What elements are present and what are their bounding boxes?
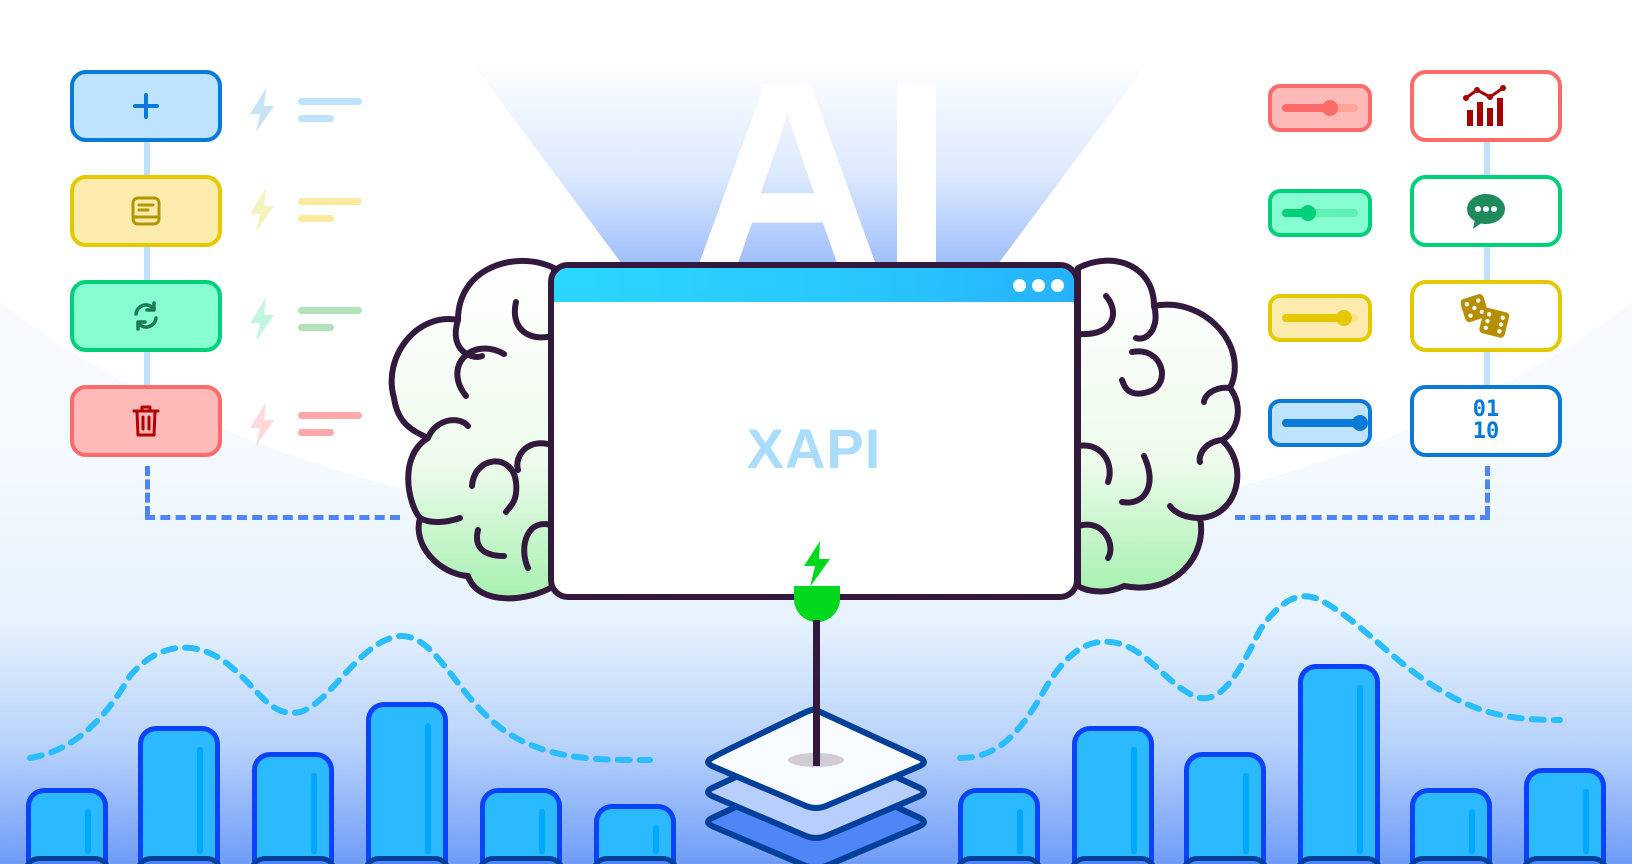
chart-bar <box>138 726 220 864</box>
add-action-card[interactable] <box>70 70 222 142</box>
random-feature-card[interactable] <box>1410 280 1562 352</box>
sync-hint <box>246 295 362 343</box>
delete-hint <box>246 400 362 448</box>
delete-action-card[interactable] <box>70 385 222 457</box>
binary-slider[interactable] <box>1268 399 1372 447</box>
left-connector-line <box>144 140 150 390</box>
plus-icon <box>133 93 159 119</box>
analytics-feature-card[interactable] <box>1410 70 1562 142</box>
trash-icon <box>132 405 160 437</box>
layers-stem-overlay <box>813 700 820 766</box>
chart-bar <box>594 804 676 864</box>
chat-bubble-icon <box>1467 194 1505 229</box>
right-dashed-connector <box>1235 515 1490 520</box>
right-dashed-connector <box>1485 466 1490 516</box>
lightning-icon <box>804 541 830 587</box>
left-dashed-connector <box>145 515 400 520</box>
chart-bar <box>480 788 562 864</box>
chat-feature-card[interactable] <box>1410 175 1562 247</box>
window-titlebar <box>554 268 1074 302</box>
chart-bar <box>1524 768 1606 864</box>
analytics-slider[interactable] <box>1268 84 1372 132</box>
lightning-icon <box>250 297 274 341</box>
chart-bar <box>958 788 1040 864</box>
lightning-icon <box>250 88 274 132</box>
left-dashed-connector <box>145 466 150 516</box>
ai-background-text: AI <box>690 48 950 268</box>
slider-knob[interactable] <box>1300 205 1316 221</box>
read-action-card[interactable] <box>70 175 222 247</box>
window-control-dot[interactable] <box>1032 278 1045 292</box>
chart-bar <box>26 788 108 864</box>
left-trend-line <box>27 632 653 763</box>
binary-feature-card[interactable]: 01 10 <box>1410 385 1562 457</box>
add-hint <box>246 86 362 134</box>
connector-node <box>794 586 840 622</box>
chart-bar <box>1184 752 1266 864</box>
brain-right-icon <box>1075 257 1241 595</box>
random-slider[interactable] <box>1268 294 1372 342</box>
window-control-dot[interactable] <box>1051 278 1064 292</box>
chart-bar <box>1072 726 1154 864</box>
slider-knob[interactable] <box>1336 310 1352 326</box>
slider-knob[interactable] <box>1352 415 1368 431</box>
app-window: XAPI <box>548 262 1080 600</box>
product-name: XAPI <box>746 417 882 480</box>
right-connector-line <box>1484 140 1490 390</box>
refresh-icon <box>134 301 158 331</box>
binary-icon: 01 10 <box>1472 397 1500 444</box>
brain-left-icon <box>388 258 557 602</box>
lightning-icon <box>250 402 274 446</box>
right-trend-line <box>957 593 1563 761</box>
read-hint <box>246 186 362 234</box>
chart-bar <box>1410 788 1492 864</box>
connector-stem <box>813 620 820 768</box>
book-icon <box>131 196 161 226</box>
chart-bar <box>366 702 448 864</box>
dice-icon <box>1461 294 1510 338</box>
lightning-icon <box>250 188 274 232</box>
bar-chart-trend-icon <box>1463 85 1506 126</box>
chart-bar <box>1298 664 1380 864</box>
chart-bar <box>252 752 334 864</box>
slider-knob[interactable] <box>1322 100 1338 116</box>
sync-action-card[interactable] <box>70 280 222 352</box>
chat-slider[interactable] <box>1268 189 1372 237</box>
window-control-dot[interactable] <box>1013 278 1026 292</box>
